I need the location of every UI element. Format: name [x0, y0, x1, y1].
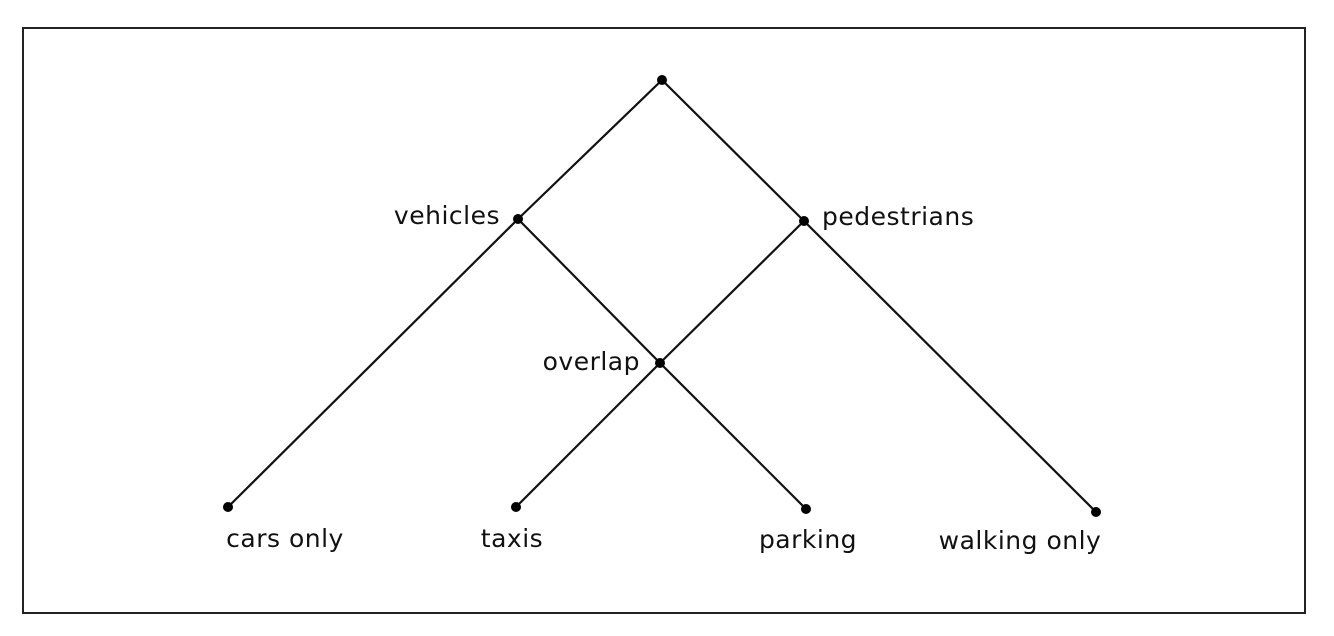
node-overlap [655, 358, 665, 368]
label-vehicles: vehicles [394, 201, 500, 230]
edge-overlap-taxis [514, 361, 662, 509]
edge-top-pedestrians [660, 78, 806, 223]
node-top [657, 75, 667, 85]
edge-vehicles-overlap [516, 217, 662, 365]
edge-top-vehicles [516, 78, 664, 221]
labels: vehicles pedestrians overlap cars only t… [226, 201, 1101, 555]
label-cars-only: cars only [226, 524, 344, 553]
edge-vehicles-cars-only [226, 217, 520, 509]
label-taxis: taxis [481, 524, 543, 553]
edge-pedestrians-walking-only [802, 219, 1098, 514]
node-pedestrians [799, 216, 809, 226]
label-pedestrians: pedestrians [822, 202, 974, 231]
edge-overlap-parking [658, 361, 808, 511]
node-taxis [511, 502, 521, 512]
node-vehicles [513, 214, 523, 224]
edges [226, 78, 1098, 514]
edge-pedestrians-overlap [658, 219, 806, 365]
node-cars-only [223, 502, 233, 512]
node-walking-only [1091, 507, 1101, 517]
node-parking [801, 504, 811, 514]
diagram-frame [22, 27, 1306, 614]
label-walking-only: walking only [939, 526, 1102, 555]
label-overlap: overlap [543, 347, 640, 376]
label-parking: parking [759, 525, 857, 554]
nodes [223, 75, 1101, 517]
